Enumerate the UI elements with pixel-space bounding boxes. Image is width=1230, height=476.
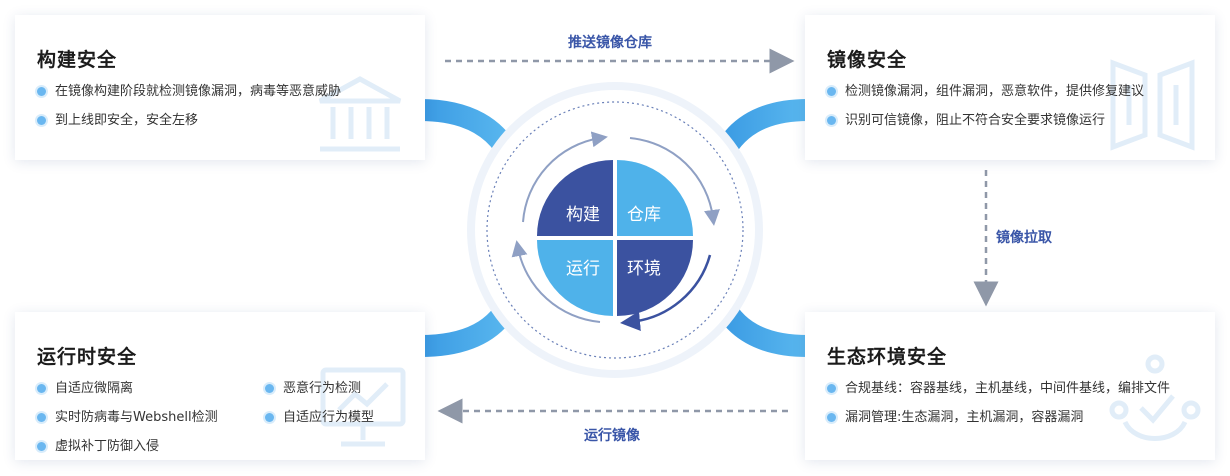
list-item: 到上线即安全，安全左移: [37, 112, 341, 141]
quadrant-label-run: 运行: [566, 259, 600, 279]
card-title-build: 构建安全: [37, 49, 118, 71]
card-title-runtime: 运行时安全: [37, 346, 138, 368]
quadrant-repo: [617, 160, 693, 236]
list-item: 自适应微隔离: [37, 380, 218, 409]
card-image-security: 镜像安全 检测镜像漏洞，组件漏洞，恶意软件，提供修复建议 识别可信镜像，阻止不符…: [805, 15, 1215, 160]
arrow-push-label: 推送镜像仓库: [568, 35, 652, 51]
monitor-icon: [320, 367, 406, 447]
card-title-image: 镜像安全: [827, 49, 908, 71]
card-title-eco: 生态环境安全: [827, 346, 948, 368]
cycle-arrow-top: [522, 131, 608, 223]
runtime-bullet-list-left: 自适应微隔离 实时防病毒与Webshell检测 虚拟补丁防御入侵: [37, 380, 218, 460]
list-item: 自适应行为模型: [265, 409, 374, 438]
list-item: 检测镜像漏洞，组件漏洞，恶意软件，提供修复建议: [827, 83, 1144, 112]
list-item: 识别可信镜像，阻止不符合安全要求镜像运行: [827, 112, 1144, 141]
quadrant-build: [537, 160, 613, 236]
card-build-security: 构建安全 在镜像构建阶段就检测镜像漏洞，病毒等恶意威胁 到上线即安全，安全左移: [15, 15, 425, 160]
list-item: 虚拟补丁防御入侵: [37, 438, 218, 460]
quadrant-label-env: 环境: [627, 259, 661, 279]
list-item: 在镜像构建阶段就检测镜像漏洞，病毒等恶意威胁: [37, 83, 341, 112]
network-check-icon: [1109, 354, 1201, 441]
quadrant-label-build: 构建: [566, 205, 600, 225]
cycle-arrow-right: [629, 137, 720, 226]
bank-building-icon: [318, 76, 402, 152]
quadrant-run: [537, 240, 613, 316]
arrow-pull-label: 镜像拉取: [996, 230, 1052, 246]
cycle-arrow-left: [511, 240, 601, 323]
cycle-arrow-bottom: [620, 254, 712, 332]
card-eco-security: 生态环境安全 合规基线：容器基线，主机基线，中间件基线，编排文件 漏洞管理:生态…: [805, 312, 1215, 460]
eco-bullet-list: 合规基线：容器基线，主机基线，中间件基线，编排文件 漏洞管理:生态漏洞，主机漏洞…: [827, 380, 1170, 438]
card-runtime-security: 运行时安全 自适应微隔离 实时防病毒与Webshell检测 虚拟补丁防御入侵 恶…: [15, 312, 425, 460]
quadrant-env: [617, 240, 693, 316]
quadrant-label-repo: 仓库: [627, 205, 661, 225]
list-item: 合规基线：容器基线，主机基线，中间件基线，编排文件: [827, 380, 1170, 409]
list-item: 恶意行为检测: [265, 380, 374, 409]
center-dotted-ring: [486, 101, 744, 359]
center-disc: [475, 90, 755, 370]
list-item: 实时防病毒与Webshell检测: [37, 409, 218, 438]
runtime-bullet-list-right: 恶意行为检测 自适应行为模型: [265, 380, 374, 438]
container-image-icon: [1110, 59, 1195, 151]
arrow-run-label: 运行镜像: [584, 428, 640, 444]
image-bullet-list: 检测镜像漏洞，组件漏洞，恶意软件，提供修复建议 识别可信镜像，阻止不符合安全要求…: [827, 83, 1144, 141]
build-bullet-list: 在镜像构建阶段就检测镜像漏洞，病毒等恶意威胁 到上线即安全，安全左移: [37, 83, 341, 141]
list-item: 漏洞管理:生态漏洞，主机漏洞，容器漏洞: [827, 409, 1170, 438]
